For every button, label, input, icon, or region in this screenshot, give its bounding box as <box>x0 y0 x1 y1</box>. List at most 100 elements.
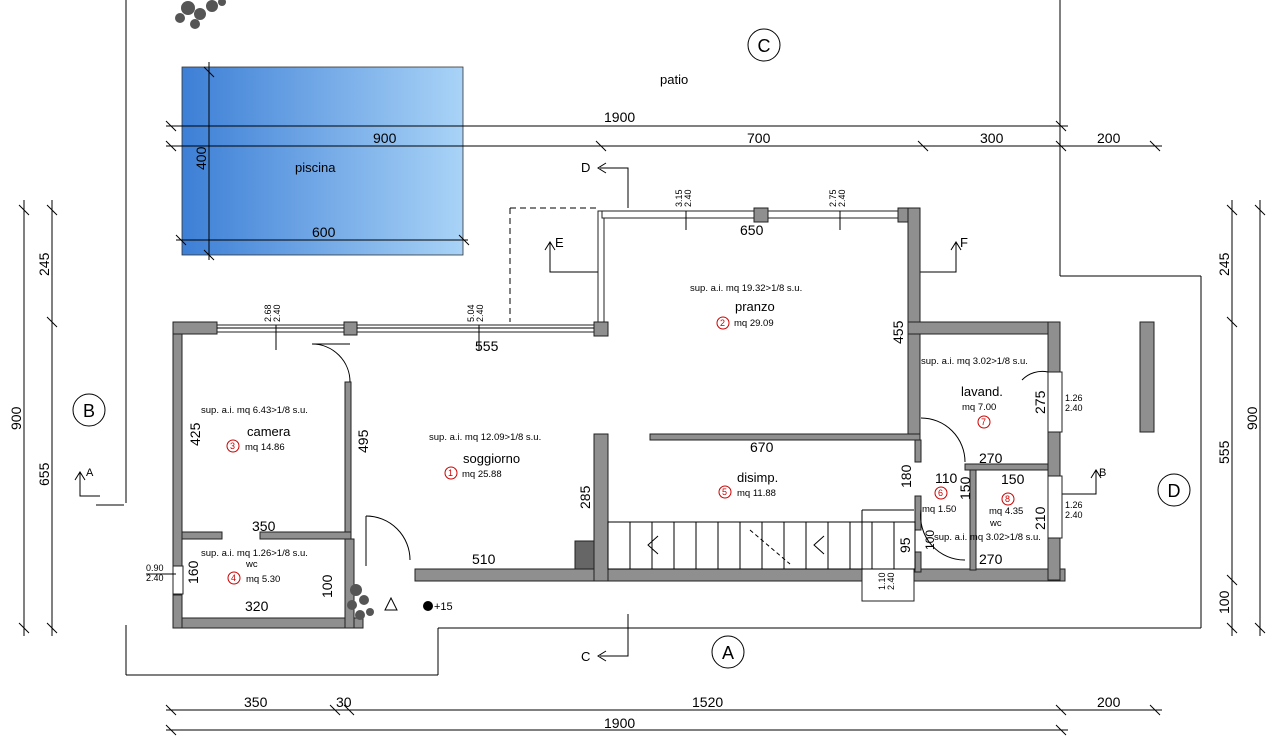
left-dimensions: 900 245 655 <box>8 200 58 636</box>
dim-bottom-total: 1900 <box>604 715 635 731</box>
section-markers: D E F C A B <box>74 160 1106 664</box>
dim-275: 275 <box>1032 390 1048 414</box>
dim-left-total: 900 <box>8 406 24 430</box>
pool-height: 400 <box>193 146 209 170</box>
opening-1-height: 2.40 <box>272 304 282 322</box>
grid-d: D <box>1168 481 1181 501</box>
opening-6-height: 2.40 <box>1065 510 1083 520</box>
dim-670: 670 <box>750 439 774 455</box>
opening-8-width: 1.10 <box>877 572 887 590</box>
dim-285: 285 <box>577 485 593 509</box>
dim-350: 350 <box>252 518 276 534</box>
dim-left-1: 245 <box>36 252 52 276</box>
section-b-label: B <box>1099 467 1106 479</box>
room-disimp-name: disimp. <box>737 470 778 485</box>
room-camera-area: mq 14.86 <box>245 442 285 453</box>
room-disimp-area: mq 11.88 <box>737 488 776 499</box>
dim-100: 100 <box>319 574 335 598</box>
room-soggiorno-area: mq 25.88 <box>462 469 502 480</box>
opening-3-width: 3.15 <box>674 189 684 207</box>
opening-7-height: 2.40 <box>146 573 164 583</box>
opening-4-height: 2.40 <box>837 189 847 207</box>
room-wc1-number: 4 <box>231 573 236 583</box>
room-soggiorno: sup. a.i. mq 12.09>1/8 s.u. soggiorno 1 … <box>429 432 541 480</box>
pool-label: piscina <box>295 160 336 175</box>
room-camera: sup. a.i. mq 6.43>1/8 s.u. camera 3 mq 1… <box>201 405 308 453</box>
room-pranzo-area: mq 29.09 <box>734 318 774 329</box>
room-wc-2: 8 mq 4.35 wc sup. a.i. mq 3.02>1/8 s.u. <box>934 492 1041 543</box>
grid-c: C <box>758 36 771 56</box>
grid-markers: C B D A <box>72 28 1191 669</box>
room-6-area: mq 1.50 <box>922 504 956 515</box>
pool-width: 600 <box>312 224 336 240</box>
opening-5-height: 2.40 <box>1065 403 1083 413</box>
dim-110: 110 <box>935 470 958 486</box>
pool <box>181 66 464 256</box>
dim-650: 650 <box>740 222 764 238</box>
room-lavand-sup: sup. a.i. mq 3.02>1/8 s.u. <box>921 356 1028 367</box>
grid-a: A <box>722 643 734 663</box>
section-a-label: A <box>86 467 94 479</box>
windows <box>172 207 1063 602</box>
opening-4-width: 2.75 <box>828 189 838 207</box>
tree-icon <box>175 0 226 29</box>
room-wc2-area: mq 4.35 <box>989 506 1023 517</box>
dim-160: 160 <box>185 560 201 584</box>
dim-bottom-1: 350 <box>244 694 268 710</box>
shrub-icon <box>347 584 374 620</box>
dim-555: 555 <box>475 338 499 354</box>
room-pranzo-sup: sup. a.i. mq 19.32>1/8 s.u. <box>690 283 802 294</box>
room-pranzo: sup. a.i. mq 19.32>1/8 s.u. pranzo 2 mq … <box>690 283 802 330</box>
room-soggiorno-sup: sup. a.i. mq 12.09>1/8 s.u. <box>429 432 541 443</box>
dim-425: 425 <box>187 422 203 446</box>
dim-bottom-4: 200 <box>1097 694 1121 710</box>
room-wc1-area: mq 5.30 <box>246 574 280 585</box>
dim-210: 210 <box>1032 506 1048 530</box>
room-ripostiglio: 6 mq 1.50 <box>922 486 956 515</box>
opening-5-width: 1.26 <box>1065 393 1083 403</box>
room-lavand-name: lavand. <box>961 384 1003 399</box>
section-c-label: C <box>581 649 590 664</box>
dim-right-3: 100 <box>1216 590 1232 614</box>
room-disimp-number: 5 <box>722 487 727 497</box>
room-wc2-number: 8 <box>1005 494 1010 504</box>
room-camera-number: 3 <box>230 441 235 451</box>
dim-right-2: 555 <box>1216 440 1232 464</box>
room-camera-name: camera <box>247 424 291 439</box>
opening-6-width: 1.26 <box>1065 500 1083 510</box>
grid-b: B <box>83 401 95 421</box>
dim-100-b: 100 <box>923 530 937 550</box>
opening-labels: 2.68 2.40 5.04 2.40 3.15 2.40 2.75 2.40 … <box>146 189 1083 590</box>
dim-270-bottom: 270 <box>979 551 1003 567</box>
room-lavand: sup. a.i. mq 3.02>1/8 s.u. lavand. mq 7.… <box>921 356 1028 429</box>
walls <box>172 207 1155 629</box>
room-wc2-sup: sup. a.i. mq 3.02>1/8 s.u. <box>934 532 1041 543</box>
level-value: +15 <box>434 601 453 613</box>
dim-95: 95 <box>897 537 913 553</box>
dim-495: 495 <box>355 429 371 453</box>
opening-8-height: 2.40 <box>886 572 896 590</box>
room-wc-1: sup. a.i. mq 1.26>1/8 s.u. wc 4 mq 5.30 <box>201 548 308 585</box>
patio-label: patio <box>660 72 688 87</box>
dim-top-total: 1900 <box>604 109 635 125</box>
dim-right-1: 245 <box>1216 252 1232 276</box>
dim-320: 320 <box>245 598 269 614</box>
room-6-number: 6 <box>938 488 943 498</box>
room-pranzo-number: 2 <box>720 318 725 328</box>
pool-dimensions: 600 400 <box>175 62 470 261</box>
section-d-label: D <box>581 160 590 175</box>
doors <box>311 343 1049 569</box>
room-lavand-number: 7 <box>981 417 986 427</box>
dim-top-4: 200 <box>1097 130 1121 146</box>
interior-dimensions: 555 650 455 495 425 350 670 285 510 320 … <box>185 222 1048 614</box>
opening-7-width: 0.90 <box>146 563 164 573</box>
dim-top-3: 300 <box>980 130 1004 146</box>
room-camera-sup: sup. a.i. mq 6.43>1/8 s.u. <box>201 405 308 416</box>
dim-top-2: 700 <box>747 130 771 146</box>
dim-right-total: 900 <box>1244 406 1260 430</box>
staircase <box>607 521 916 570</box>
dim-left-2: 655 <box>36 462 52 486</box>
room-wc1-name: wc <box>245 559 258 570</box>
dim-bottom-2: 30 <box>336 694 352 710</box>
bottom-dimensions: 350 30 1520 200 1900 <box>165 694 1162 736</box>
